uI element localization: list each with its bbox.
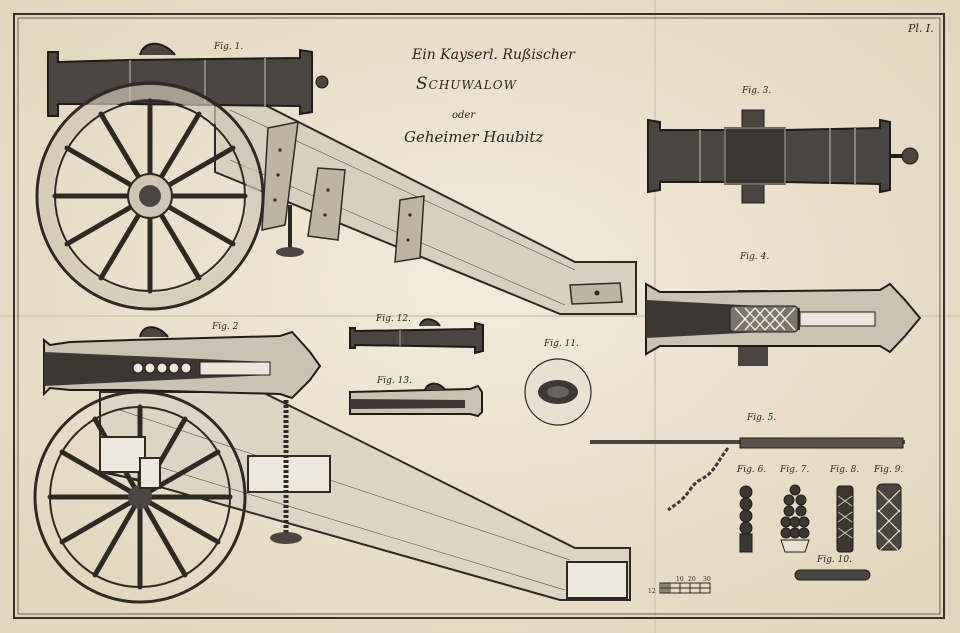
scale-label-20: 20 — [688, 576, 696, 583]
plate-border-inner — [17, 17, 941, 615]
title-line-1: Ein Kayserl. Rußischer — [412, 47, 575, 63]
scale-label-left: 12 — [648, 588, 656, 595]
plate-number: Pl. I. — [908, 22, 934, 35]
fig10-label: Fig. 10. — [817, 555, 852, 565]
fig9-label: Fig. 9. — [874, 465, 904, 475]
fig10-fuse-tube — [794, 569, 871, 581]
fig4-barrel-section — [645, 282, 922, 366]
fig1-mounted-cannon — [35, 42, 637, 315]
title-line-4: Geheimer Haubitz — [404, 128, 544, 146]
fig8-label: Fig. 8. — [830, 465, 860, 475]
fig11-label: Fig. 11. — [544, 339, 579, 349]
fig12-label: Fig. 12. — [376, 314, 411, 324]
scale-label-10: 10 — [676, 576, 684, 583]
fig7-grape-cartridge — [780, 484, 810, 553]
fig1-label: Fig. 1. — [214, 42, 244, 52]
fig3-barrel-top-view — [647, 109, 919, 204]
fig2-cannon-section — [33, 326, 631, 604]
fig13-small-cannon-section — [349, 382, 483, 418]
fig3-label: Fig. 3. — [742, 86, 772, 96]
fig12-small-cannon — [349, 318, 484, 355]
title-line-2: Schuwalow — [416, 74, 517, 94]
fig6-label: Fig. 6. — [737, 465, 767, 475]
fig9-netted-canister — [876, 483, 902, 551]
fig2-trail — [99, 391, 631, 601]
title-line-3: oder — [452, 110, 476, 121]
fig8-canister — [836, 485, 854, 553]
fig2-wheel — [33, 390, 247, 604]
scale-label-30: 30 — [703, 576, 711, 583]
fig4-label: Fig. 4. — [740, 252, 770, 262]
fig7-label: Fig. 7. — [780, 465, 810, 475]
fig1-wheel — [35, 81, 265, 311]
scale-bar — [659, 582, 711, 594]
fig2-label: Fig. 2 — [212, 322, 239, 332]
fig5-ramrod — [590, 437, 905, 512]
fig11-muzzle-view — [524, 358, 592, 426]
fig5-label: Fig. 5. — [747, 413, 777, 423]
fig13-label: Fig. 13. — [377, 376, 412, 386]
fig6-shot-stack — [739, 485, 753, 553]
plate-border — [13, 13, 945, 619]
